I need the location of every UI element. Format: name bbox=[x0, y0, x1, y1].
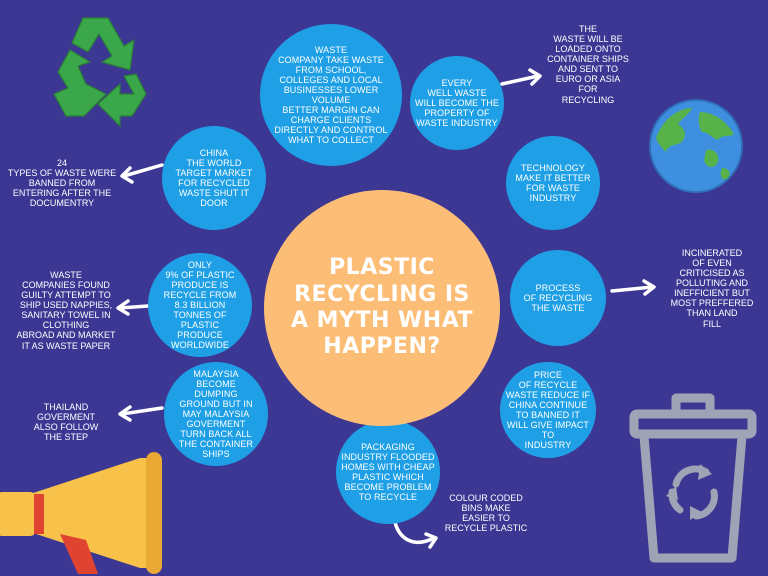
megaphone-icon bbox=[0, 452, 162, 574]
only-9-percent-text: ONLY 9% OF PLASTIC PRODUCE IS RECYCLE FR… bbox=[163, 259, 237, 351]
malaysia-bubble: MALAYSIA BECOME DUMPING GROUND BUT IN MA… bbox=[164, 362, 268, 466]
trash-bin-icon bbox=[629, 393, 757, 563]
process-bubble: PROCESS OF RECYCLING THE WASTE bbox=[510, 250, 606, 346]
price-bubble: PRICE OF RECYCLE WASTE REDUCE IF CHINA C… bbox=[500, 362, 596, 458]
note-container-ships: THE WASTE WILL BE LOADED ONTO CONTAINER … bbox=[547, 24, 629, 105]
recycle-icon bbox=[53, 17, 147, 128]
packaging-bubble: PACKAGING INDUSTRY FLOODED HOMES WITH CH… bbox=[336, 420, 440, 524]
china-bubble: CHINA THE WORLD TARGET MARKET FOR RECYCL… bbox=[162, 126, 266, 230]
technology-text: TECHNOLOGY MAKE IT BETTER FOR WASTE INDU… bbox=[515, 162, 591, 204]
packaging-text: PACKAGING INDUSTRY FLOODED HOMES WITH CH… bbox=[341, 441, 435, 503]
process-text: PROCESS OF RECYCLING THE WASTE bbox=[523, 282, 593, 314]
waste-company-text: WASTE COMPANY TAKE WASTE FROM SCHOOL, CO… bbox=[274, 44, 388, 146]
center-title-circle: PLASTIC RECYCLING IS A MYTH WHAT HAPPEN? bbox=[264, 190, 500, 426]
note-types-banned: 24 TYPES OF WASTE WERE BANNED FROM ENTER… bbox=[7, 158, 117, 209]
note-colour-coded: COLOUR CODED BINS MAKE EASIER TO RECYCLE… bbox=[444, 493, 528, 534]
note-thailand: THAILAND GOVERMENT ALSO FOLLOW THE STEP bbox=[33, 402, 99, 443]
note-companies-guilty: WASTE COMPANIES FOUND GUILTY ATTEMPT TO … bbox=[16, 270, 116, 351]
technology-bubble: TECHNOLOGY MAKE IT BETTER FOR WASTE INDU… bbox=[506, 136, 600, 230]
note-incinerated: INCINERATED OF EVEN CRITICISED AS POLLUT… bbox=[670, 248, 754, 329]
only-9-percent-bubble: ONLY 9% OF PLASTIC PRODUCE IS RECYCLE FR… bbox=[148, 253, 252, 357]
waste-company-bubble: WASTE COMPANY TAKE WASTE FROM SCHOOL, CO… bbox=[260, 24, 402, 166]
malaysia-text: MALAYSIA BECOME DUMPING GROUND BUT IN MA… bbox=[178, 368, 254, 460]
every-well-bubble: EVERY WELL WASTE WILL BECOME THE PROPERT… bbox=[410, 56, 504, 150]
price-text: PRICE OF RECYCLE WASTE REDUCE IF CHINA C… bbox=[505, 369, 591, 451]
globe-icon bbox=[649, 99, 743, 193]
page-title: PLASTIC RECYCLING IS A MYTH WHAT HAPPEN? bbox=[290, 255, 474, 360]
china-text: CHINA THE WORLD TARGET MARKET FOR RECYCL… bbox=[175, 147, 253, 209]
every-well-text: EVERY WELL WASTE WILL BECOME THE PROPERT… bbox=[414, 77, 500, 129]
